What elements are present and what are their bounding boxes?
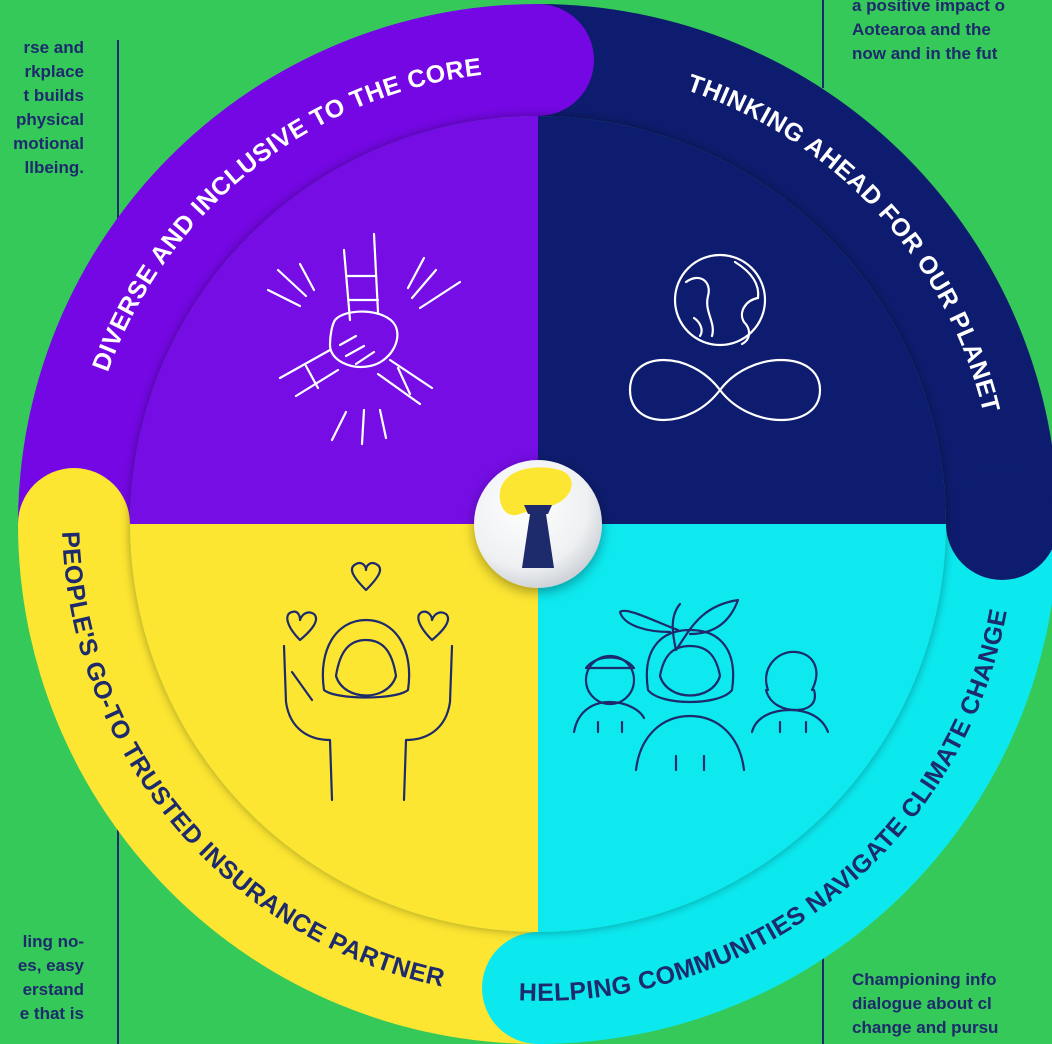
hands-together-icon (266, 232, 462, 446)
ring-cap-cyan (482, 932, 594, 1044)
ring-band-cyan (538, 524, 1052, 1044)
ring-cap-navy (946, 468, 1052, 580)
quadrant-yellow (130, 524, 538, 932)
quadrant-cyan (538, 524, 946, 932)
person-hearts-icon (282, 562, 454, 802)
text-top-left: rse and rkplace t builds physical motion… (13, 38, 84, 177)
ring-cap-yellow (18, 468, 130, 580)
text-top-right: a positive impact o Aotearoa and the now… (852, 0, 1006, 63)
globe-infinity-icon (628, 253, 822, 421)
text-bottom-left: ling no- es, easy erstand e that is (17, 932, 84, 1023)
text-bottom-right: Championing info dialogue about cl chang… (852, 970, 999, 1037)
divider-top-right (822, 0, 824, 88)
ring-band-purple (18, 4, 538, 524)
community-sprout-icon (572, 598, 830, 772)
ring-band-navy (538, 4, 1052, 524)
ring-cap-purple (482, 4, 594, 116)
lighthouse-logo-icon (474, 460, 602, 588)
divider-top-left (117, 40, 119, 220)
ring-band-yellow (18, 524, 538, 1044)
